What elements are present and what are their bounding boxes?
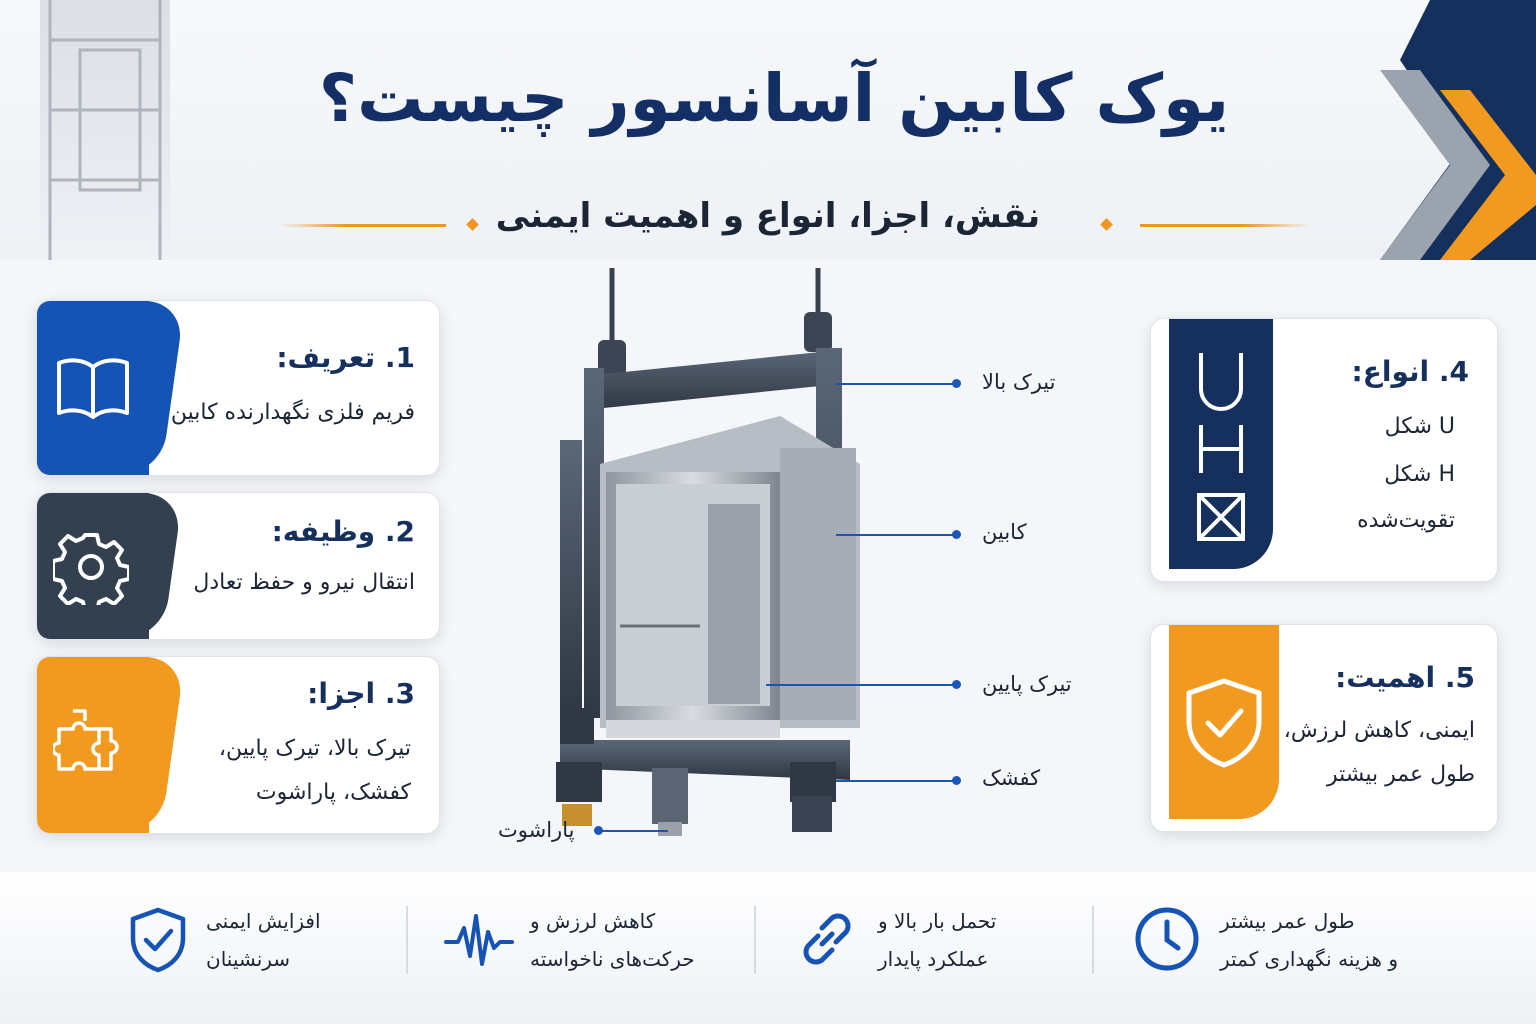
leader-cabin (836, 534, 958, 536)
benefit-lifetime-line-2: و هزینه نگهداری کمتر (1220, 947, 1398, 971)
label-cabin: کابین (982, 520, 1027, 544)
benefit-safety-line-2: سرنشینان (206, 947, 291, 971)
card-importance: 5. اهمیت: ایمنی، کاهش لرزش، طول عمر بیشت… (1150, 624, 1498, 832)
card-function-line-1: انتقال نیرو و حفظ تعادل (193, 570, 415, 595)
vibration-wave-icon (444, 914, 514, 966)
card-function-tab (37, 493, 149, 639)
elevator-yoke-diagram (556, 268, 860, 836)
header-background (0, 0, 1536, 260)
shield-check-icon (1186, 678, 1262, 768)
card-types: 4. انواع: U شکل H شکل تقویت‌شده (1150, 318, 1498, 582)
benefit-vibration-text: کاهش لرزش و حرکت‌های ناخواسته (530, 902, 730, 978)
leader-bottom-beam-dot (952, 680, 961, 689)
card-types-line-3: تقویت‌شده (1357, 508, 1455, 533)
label-safety-gear: پاراشوت (498, 818, 575, 842)
subtitle-rule-right (1140, 224, 1310, 227)
card-types-line-1: U شکل (1384, 414, 1455, 439)
benefit-vibration-line-1: کاهش لرزش و (530, 909, 656, 933)
leader-top-beam-dot (952, 379, 961, 388)
gear-icon (53, 533, 129, 605)
card-importance-line-2: طول عمر بیشتر (1327, 762, 1475, 787)
chain-link-icon (803, 913, 851, 965)
card-parts-title: 3. اجزا: (307, 677, 415, 710)
frame-types-icon (1197, 353, 1245, 541)
benefit-safety-line-1: افزایش ایمنی (206, 909, 321, 933)
leader-top-beam (836, 383, 958, 385)
leader-safety-gear-dot (594, 826, 603, 835)
benefit-lifetime-line-1: طول عمر بیشتر (1220, 909, 1355, 933)
benefit-separator-2 (754, 906, 756, 974)
card-definition: 1. تعریف: فریم فلزی نگهدارنده کابین (36, 300, 440, 476)
benefit-separator-1 (406, 906, 408, 974)
card-function-title: 2. وظیفه: (271, 515, 415, 548)
puzzle-icon (53, 709, 119, 771)
benefit-safety-text: افزایش ایمنی سرنشینان (206, 902, 396, 978)
benefit-load-line-1: تحمل بار بالا و (878, 909, 997, 933)
benefit-load-text: تحمل بار بالا و عملکرد پایدار (878, 902, 1068, 978)
card-definition-line-1: فریم فلزی نگهدارنده کابین (170, 400, 415, 425)
card-parts: 3. اجزا: تیرک بالا، تیرک پایین، کفشک، پا… (36, 656, 440, 834)
leader-safety-gear (598, 830, 668, 832)
leader-guide-shoe (836, 780, 958, 782)
page-subtitle: نقش، اجزا، انواع و اهمیت ایمنی (495, 196, 1041, 236)
card-definition-title: 1. تعریف: (276, 341, 415, 374)
label-top-beam: تیرک بالا (982, 370, 1056, 394)
label-guide-shoe: کفشک (982, 766, 1041, 790)
leader-guide-shoe-dot (952, 776, 961, 785)
open-book-icon (57, 358, 129, 419)
benefit-vibration-line-2: حرکت‌های ناخواسته (530, 947, 695, 971)
building-illustration (40, 0, 170, 260)
label-bottom-beam: تیرک پایین (982, 672, 1072, 696)
card-parts-line-2: کفشک، پاراشوت (255, 780, 411, 805)
benefit-lifetime-text: طول عمر بیشتر و هزینه نگهداری کمتر (1220, 902, 1430, 978)
card-importance-line-1: ایمنی، کاهش لرزش، (1283, 718, 1475, 743)
card-types-line-2: H شکل (1384, 462, 1455, 487)
benefit-separator-3 (1092, 906, 1094, 974)
leader-cabin-dot (952, 530, 961, 539)
subtitle-rule-left (280, 224, 446, 227)
benefit-load-line-2: عملکرد پایدار (878, 947, 989, 971)
benefits-strip (0, 872, 1536, 1024)
page-title: یوک کابین آسانسور چیست؟ (318, 60, 1230, 137)
clock-icon (1135, 907, 1199, 971)
card-types-tab (1169, 319, 1273, 569)
card-function: 2. وظیفه: انتقال نیرو و حفظ تعادل (36, 492, 440, 640)
card-types-title: 4. انواع: (1351, 355, 1469, 388)
card-parts-line-1: تیرک بالا، تیرک پایین، (218, 736, 411, 761)
shield-check-icon (130, 907, 186, 973)
leader-bottom-beam (766, 684, 958, 686)
card-importance-title: 5. اهمیت: (1335, 661, 1475, 694)
chevron-decoration (1380, 0, 1536, 260)
